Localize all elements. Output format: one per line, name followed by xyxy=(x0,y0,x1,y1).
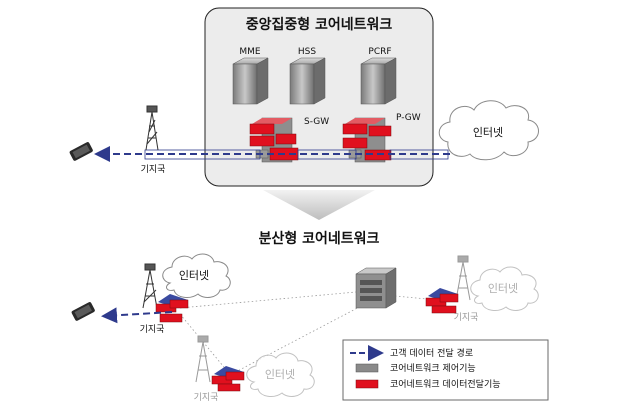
base-station-label-bottom-right: 기지국 xyxy=(454,312,479,323)
base-station-tower-top xyxy=(145,105,159,151)
base-station-label-bottom-center: 기지국 xyxy=(194,392,219,403)
legend-data-path-label: 고객 데이터 전달 경로 xyxy=(390,347,473,359)
legend-control-label: 코어네트워크 제어기능 xyxy=(390,363,476,374)
svg-text:HSS: HSS xyxy=(298,47,316,57)
internet-cloud-bottom-center: 인터넷 xyxy=(246,352,315,397)
svg-text:PCRF: PCRF xyxy=(368,47,391,57)
svg-text:인터넷: 인터넷 xyxy=(179,269,209,282)
internet-cloud-top: 인터넷 xyxy=(438,100,539,161)
internet-cloud-bottom-left: 인터넷 xyxy=(162,253,231,298)
svg-text:인터넷: 인터넷 xyxy=(473,126,503,139)
central-control-server xyxy=(355,267,397,309)
mme-server: MME xyxy=(232,47,269,105)
sgw-label: S-GW xyxy=(304,117,329,127)
legend-data-forwarding-label: 코어네트워크 데이터전달기능 xyxy=(390,378,501,390)
data-path-bottom xyxy=(101,307,173,324)
base-station-tower-bottom-left xyxy=(142,263,158,309)
edge-gateway-bottom-center xyxy=(211,366,245,392)
transition-arrow xyxy=(263,190,375,220)
legend-control-swatch xyxy=(355,363,379,373)
sgw-gateway xyxy=(249,117,299,163)
pcrf-server: PCRF xyxy=(360,47,397,105)
base-station-label-top: 기지국 xyxy=(141,164,166,175)
edge-gateway-bottom-left xyxy=(155,294,189,323)
phone-icon-bottom xyxy=(71,302,95,321)
centralized-core-title: 중앙집중형 코어네트워크 xyxy=(246,16,393,33)
internet-cloud-bottom-right: 인터넷 xyxy=(470,266,539,311)
base-station-tower-bottom-right xyxy=(455,255,471,301)
pgw-label: P-GW xyxy=(396,113,421,123)
base-station-label-bottom-left: 기지국 xyxy=(140,324,165,335)
legend-data-forwarding-swatch xyxy=(355,379,379,389)
legend: 고객 데이터 전달 경로 코어네트워크 제어기능 코어네트워크 데이터전달기능 xyxy=(342,339,549,401)
svg-text:MME: MME xyxy=(239,47,261,57)
hss-server: HSS xyxy=(289,47,326,105)
edge-gateway-bottom-right xyxy=(425,288,459,314)
svg-text:인터넷: 인터넷 xyxy=(488,282,518,295)
control-links xyxy=(179,291,439,377)
phone-icon-top xyxy=(69,142,93,161)
svg-text:인터넷: 인터넷 xyxy=(265,368,295,381)
pgw-gateway xyxy=(342,117,392,163)
base-station-tower-bottom-center xyxy=(195,335,211,383)
distributed-core-title: 분산형 코어네트워크 xyxy=(259,230,380,247)
